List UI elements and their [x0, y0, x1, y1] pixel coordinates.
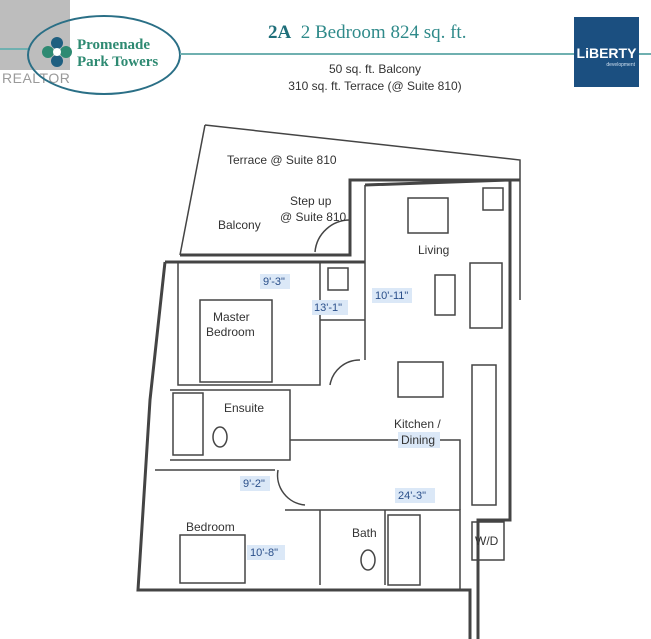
room-label: Ensuite — [224, 401, 264, 415]
column — [482, 187, 504, 211]
washer-dryer — [471, 521, 505, 561]
door — [314, 219, 351, 253]
room-label: Bath — [352, 526, 377, 540]
room-label: @ Suite 810 — [280, 210, 347, 224]
partition — [320, 185, 366, 360]
developer-sub: development — [606, 62, 635, 68]
project-logo — [27, 15, 181, 95]
bed — [179, 534, 246, 584]
developer-name: LiBERTY — [576, 45, 637, 61]
sofa — [469, 262, 503, 329]
room-label: W/D — [475, 534, 499, 548]
divider — [180, 53, 574, 55]
dimension-label: 13'-1" — [314, 302, 342, 314]
logo-line-2: Park Towers — [77, 54, 159, 70]
balcony-rail — [180, 178, 520, 257]
bathtub — [387, 514, 421, 586]
room-label: Dining — [401, 433, 435, 447]
room-label: Step up — [290, 194, 332, 208]
room-label: Living — [418, 243, 449, 257]
balcony-area: 50 sq. ft. Balcony — [328, 62, 422, 76]
shower — [172, 392, 204, 456]
master-wall — [177, 262, 321, 386]
unit-title: 2A 2 Bedroom 824 sq. ft. — [268, 22, 466, 44]
left-wall — [136, 261, 472, 639]
sofa — [407, 197, 449, 234]
dimension-label: 24'-3" — [398, 490, 426, 502]
dimension-label: 9'-3" — [263, 276, 285, 288]
toilet — [360, 549, 376, 571]
coffee-table — [434, 274, 456, 316]
room-label: Master — [213, 310, 250, 324]
counter — [471, 364, 497, 506]
developer-logo: LiBERTY development — [574, 17, 639, 87]
dimension-label: 9'-2" — [243, 478, 265, 490]
divider — [638, 53, 651, 55]
kitchen-wall — [290, 439, 461, 510]
dimension-label: 10'-8" — [250, 547, 278, 559]
room-label: Kitchen / — [394, 417, 441, 431]
room-label: Balcony — [218, 218, 261, 232]
terrace-boundary — [179, 124, 206, 256]
room-label: Terrace @ Suite 810 — [227, 153, 337, 167]
room-label: Bedroom — [206, 325, 255, 339]
bed — [199, 299, 273, 383]
dining-table — [397, 361, 444, 398]
dimension-label: 10'-11" — [375, 290, 408, 302]
room-label: Bedroom — [186, 520, 235, 534]
door — [329, 359, 361, 386]
unit-code: 2A — [268, 22, 292, 43]
terrace-area: 310 sq. ft. Terrace (@ Suite 810) — [288, 79, 462, 93]
toilet — [212, 426, 228, 448]
bath-wall — [319, 510, 386, 585]
column — [327, 267, 349, 291]
logo-line-1: Promenade — [77, 37, 151, 53]
door — [276, 469, 306, 506]
divider — [0, 48, 30, 50]
project-logo-text: Promenade Park Towers — [77, 37, 158, 71]
ensuite-wall — [170, 389, 291, 461]
bedroom-wall — [155, 469, 461, 590]
project-logo-mark — [42, 37, 72, 67]
terrace-outline — [204, 124, 521, 300]
unit-description: 2 Bedroom 824 sq. ft. — [300, 22, 467, 43]
